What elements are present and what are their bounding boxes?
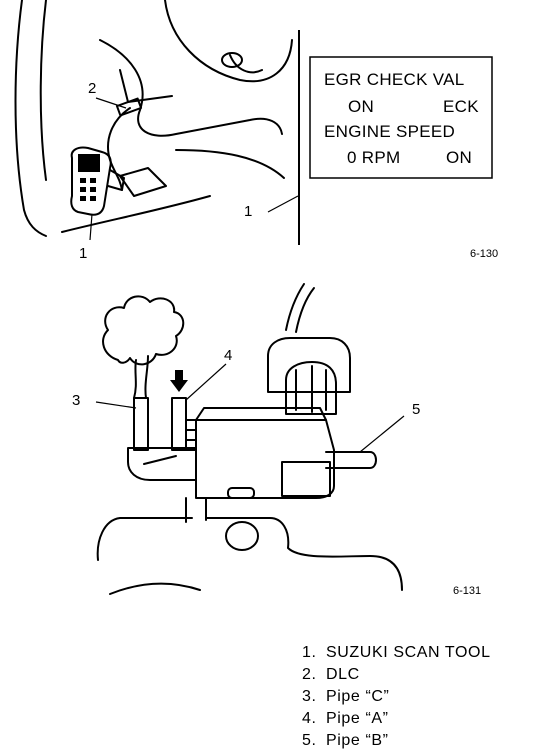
- connector-block: [281, 461, 331, 497]
- legend-text: Pipe “A”: [326, 710, 389, 727]
- wire-harness-2: [295, 287, 315, 333]
- solenoid-coil: [285, 361, 337, 415]
- steering-wheel: [164, 0, 293, 83]
- parts-legend: 1. SUZUKI SCAN TOOL 2. DLC 3. Pipe “C” 4. Pi…: [302, 642, 491, 752]
- legend-item: 2. DLC: [302, 664, 491, 686]
- figure-1-illustration: [14, 0, 493, 245]
- legend-item: 1. SUZUKI SCAN TOOL: [302, 642, 491, 664]
- screen-line-3: ENGINE SPEED: [324, 122, 456, 141]
- leader-1-right: [267, 195, 299, 213]
- wire-harness: [285, 283, 305, 331]
- leader-1-left: [89, 213, 93, 241]
- pipe-a-ribs: [185, 419, 197, 451]
- legend-number: 5.: [302, 732, 317, 749]
- callout-5: 5: [412, 401, 421, 418]
- smoke-trail-2: [144, 355, 149, 399]
- callout-2: 2: [88, 80, 97, 97]
- mount-slot: [227, 487, 255, 499]
- engine-ridge: [109, 582, 201, 595]
- engine-surface: [96, 517, 193, 561]
- mounting-bracket: [127, 447, 197, 481]
- solenoid-top: [267, 337, 351, 393]
- callout-3: 3: [72, 392, 81, 409]
- legend-text: DLC: [326, 666, 360, 683]
- callout-4: 4: [224, 347, 233, 364]
- leader-3: [95, 401, 137, 409]
- dash-lower-panel: [99, 39, 283, 137]
- legend-item: 3. Pipe “C”: [302, 686, 491, 708]
- legend-number: 1.: [302, 644, 317, 661]
- dlc-connector: [115, 97, 143, 117]
- seat-edge: [175, 149, 285, 179]
- smoke-trail: [133, 359, 137, 399]
- leader-4: [185, 363, 227, 401]
- legend-item: 4. Pipe “A”: [302, 708, 491, 730]
- scan-tool-body: [70, 146, 112, 216]
- door-frame-line: [14, 0, 47, 237]
- pipe-a: [171, 397, 187, 451]
- mount-boss: [225, 521, 259, 551]
- leader-2: [95, 97, 127, 109]
- legend-item: 5. Pipe “B”: [302, 730, 491, 752]
- legend-number: 2.: [302, 666, 317, 683]
- figure-1-label: 6-130: [470, 248, 499, 260]
- door-frame-line-2: [39, 0, 47, 181]
- legend-number: 4.: [302, 710, 317, 727]
- legend-number: 3.: [302, 688, 317, 705]
- callout-1-right: 1: [244, 203, 253, 220]
- floor-line: [61, 195, 211, 233]
- pipe-b: [325, 451, 377, 469]
- valve-body-top: [195, 407, 327, 421]
- solenoid-rib: [295, 365, 327, 413]
- scan-tool-screen-box: [309, 56, 493, 179]
- legend-text: Pipe “B”: [326, 732, 389, 749]
- scan-tool-keypad: [80, 178, 96, 201]
- figure-2-illustration: [95, 283, 405, 595]
- pedal: [119, 167, 167, 197]
- bracket-slot: [143, 455, 177, 465]
- screen-line-1: EGR CHECK VAL: [324, 70, 465, 89]
- screen-line-4-right: ON: [446, 148, 473, 167]
- scan-tool-plug: [107, 169, 125, 191]
- figure-2-label: 6-131: [453, 585, 482, 597]
- airflow-arrow: [170, 370, 188, 392]
- screen-line-4-left: 0 RPM: [347, 148, 401, 167]
- pipe-c: [133, 397, 149, 451]
- valve-body: [195, 419, 335, 499]
- engine-surface-2: [205, 517, 403, 591]
- steering-hub: [221, 52, 243, 68]
- smoke-cloud: [102, 295, 185, 366]
- legend-text: SUZUKI SCAN TOOL: [326, 644, 491, 661]
- leader-5: [359, 415, 405, 453]
- scan-tool-display: [78, 154, 100, 172]
- callout-1-left: 1: [79, 245, 88, 262]
- legend-text: Pipe “C”: [326, 688, 390, 705]
- screen-line-2-right: ECK: [443, 97, 479, 116]
- steering-column: [229, 54, 263, 74]
- screen-line-2-left: ON: [348, 97, 375, 116]
